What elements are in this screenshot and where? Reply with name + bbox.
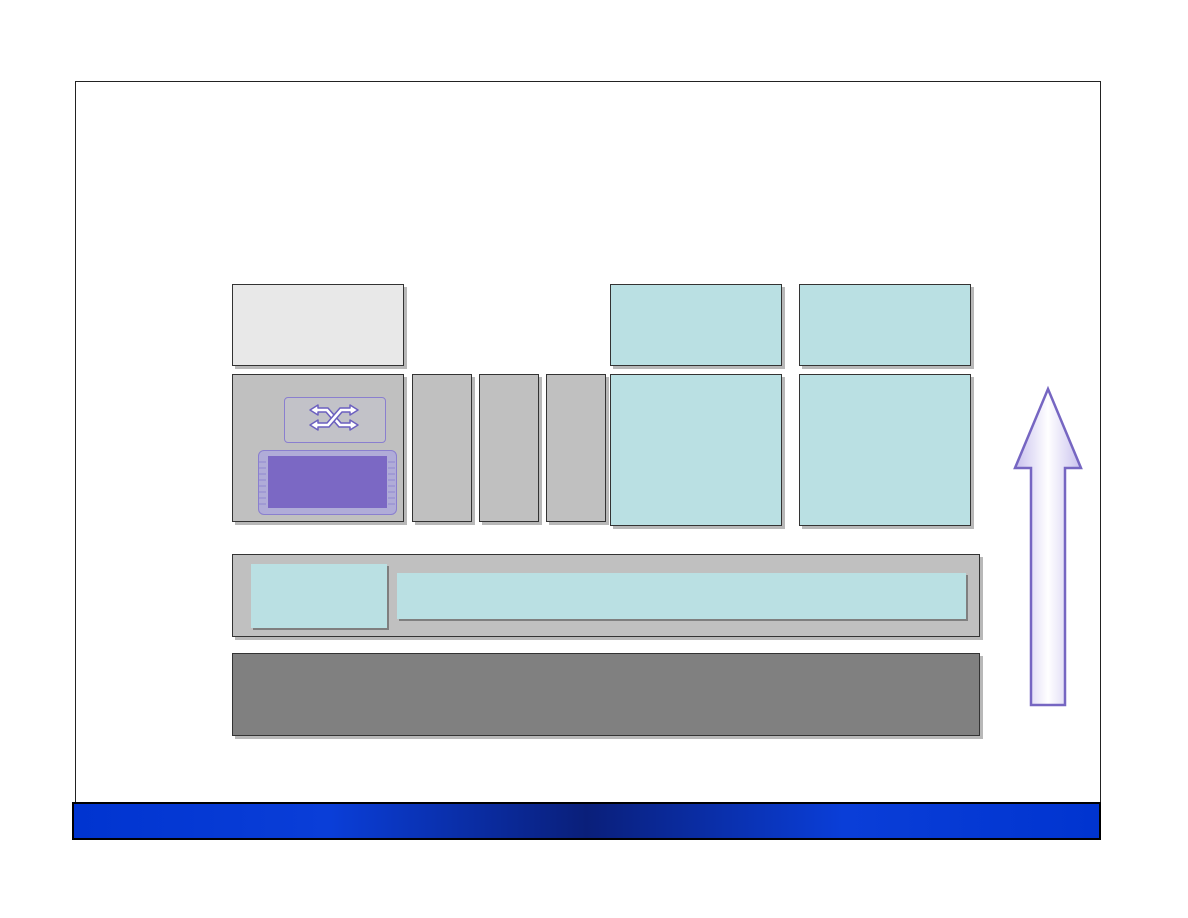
- middle-cyan-block-1: [610, 374, 782, 526]
- narrow-gray-block-2: [479, 374, 539, 522]
- lower-cyan-block-wide: [397, 573, 966, 619]
- chip-icon: [258, 450, 397, 515]
- top-left-light-block: [232, 284, 404, 366]
- lower-cyan-block-small: [251, 564, 387, 628]
- narrow-gray-block-3: [546, 374, 606, 522]
- crossed-double-arrows-icon: [309, 404, 359, 431]
- middle-cyan-block-2: [799, 374, 971, 526]
- up-arrow-icon: [1013, 385, 1083, 707]
- top-cyan-block-2: [799, 284, 971, 366]
- narrow-gray-block-1: [412, 374, 472, 522]
- base-dark-layer: [232, 653, 980, 736]
- top-cyan-block-1: [610, 284, 782, 366]
- chip-ticks: [259, 461, 395, 505]
- chip-core: [268, 456, 387, 508]
- footer-bar: [72, 802, 1101, 840]
